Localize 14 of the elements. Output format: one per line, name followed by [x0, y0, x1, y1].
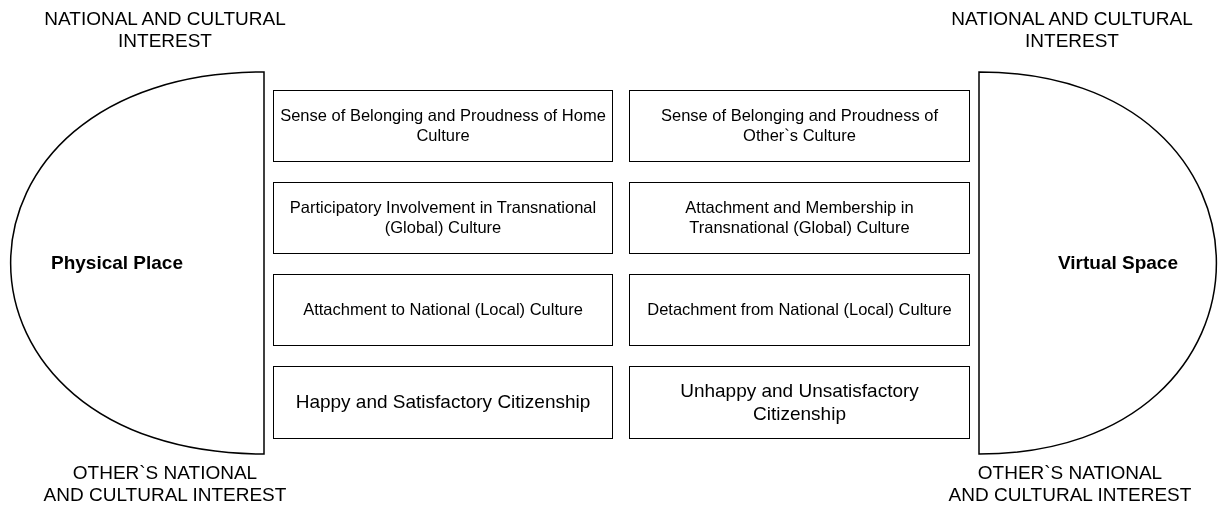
place-label: Virtual Space [1057, 252, 1178, 274]
concept-box: Sense of Belonging and Proudness of Home Culture [273, 90, 613, 162]
axis-label: NATIONAL AND CULTURAL INTEREST [44, 8, 286, 53]
concept-box: Participatory Involvement in Transnational (Global) Culture [273, 182, 613, 254]
concept-box: Unhappy and Unsatisfactory Citizenship [629, 366, 970, 439]
axis-label: OTHER`S NATIONAL AND CULTURAL INTEREST [43, 462, 287, 507]
concept-box: Happy and Satisfactory Citizenship [273, 366, 613, 439]
axis-label: NATIONAL AND CULTURAL INTEREST [951, 8, 1193, 53]
concept-box: Sense of Belonging and Proudness of Other`s Culture [629, 90, 970, 162]
axis-label: OTHER`S NATIONAL AND CULTURAL INTEREST [948, 462, 1192, 507]
place-label: Physical Place [50, 252, 183, 274]
concept-box: Attachment to National (Local) Culture [273, 274, 613, 346]
concept-box: Attachment and Membership in Transnational (Global) Culture [629, 182, 970, 254]
concept-box: Detachment from National (Local) Culture [629, 274, 970, 346]
